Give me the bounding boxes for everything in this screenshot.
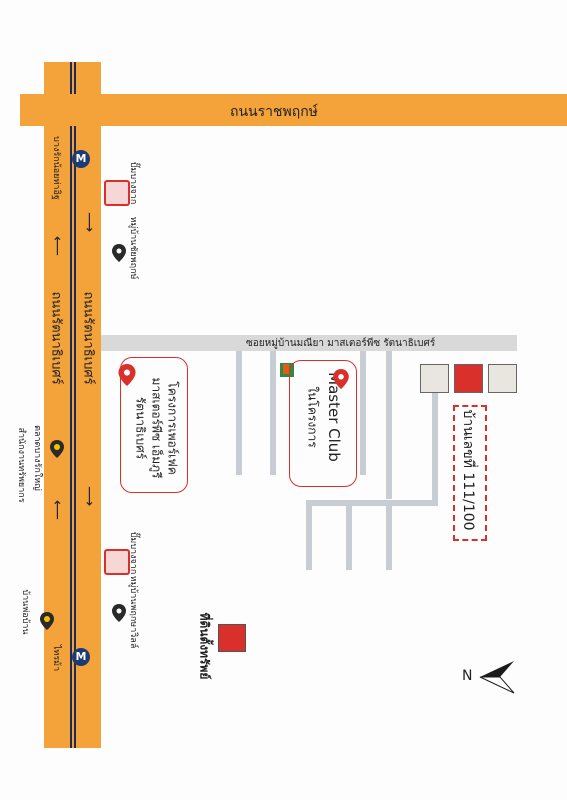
main-road-label-left: ถนนรัตนาธิเบศร์ — [48, 291, 64, 385]
location-pin-icon — [118, 364, 136, 386]
location-pin-icon — [40, 612, 54, 630]
station-top-label: บางรักน้อยท่าอิฐ — [51, 136, 61, 200]
location-pin-icon — [50, 440, 64, 458]
neighbor-plot — [420, 364, 449, 393]
inner-lane — [306, 500, 312, 570]
house-number-label: บ้านเลขที่ 111/100 — [460, 409, 476, 531]
top-road-label: ถนนราชพฤกษ์ — [230, 104, 318, 120]
village-top-label: หมู่บ้านชัยพฤกษ์ — [128, 216, 138, 280]
soi-road — [101, 335, 517, 351]
store-icon-mark — [283, 364, 289, 374]
location-pin-icon — [112, 604, 126, 622]
arrow-down-icon: ⟶ — [81, 211, 97, 233]
metro-top-icon: M — [72, 150, 90, 168]
land-label: ที่ดินตั้งทรัพย์ — [197, 612, 212, 680]
fuel-station-icon — [104, 180, 130, 206]
arrow-up-icon: ⟵ — [49, 235, 65, 257]
master-club-box — [289, 360, 357, 487]
neighbor-plot — [488, 364, 517, 393]
land-plot — [218, 624, 246, 652]
top-road — [20, 94, 567, 126]
fuel-bottom-label: ปั๊มบางจาก — [128, 531, 138, 575]
north-arrow-icon — [479, 661, 515, 694]
main-road — [44, 62, 101, 748]
soi-label: ซอยหมู่บ้านมณียา มาสเตอร์พีซ รัตนาธิเบศร… — [246, 338, 436, 349]
target-house-plot — [454, 364, 483, 393]
station-bottom-label: ไทรม้า — [51, 644, 61, 672]
inner-lane — [236, 351, 242, 475]
arrow-down-icon: ⟶ — [81, 485, 97, 507]
project-line3: รัตนาธิเบศร์ — [133, 396, 148, 460]
village-bottom-label: หมู่บ้านพฤกษาวิลล์ — [128, 575, 138, 649]
inner-lane — [386, 500, 392, 570]
fuel-top-label: ปั๊มบางจาก — [128, 161, 138, 205]
fuel-station-icon — [104, 549, 130, 575]
inner-lane — [306, 500, 438, 506]
road-median-line — [70, 62, 72, 748]
compass-label: N — [462, 668, 473, 684]
road-median-line — [74, 62, 76, 748]
location-pin-icon — [112, 244, 126, 262]
master-club-subtitle: ในโครงการ — [305, 386, 320, 448]
main-road-label-right: ถนนรัตนาธิเบศร์ — [80, 291, 96, 385]
inner-lane — [360, 351, 366, 475]
metro-bottom-icon: M — [72, 648, 90, 666]
market-label: บ้านพ่อบ้าน — [20, 589, 30, 635]
inner-lane — [270, 351, 276, 475]
project-box — [120, 357, 188, 493]
inner-lane — [432, 370, 438, 500]
inner-lane — [386, 351, 392, 499]
location-pin-icon — [333, 369, 349, 389]
house-number-box — [453, 405, 487, 541]
arrow-up-icon: ⟵ — [49, 499, 65, 521]
office-label: สำนักงานทรัพยากร — [16, 427, 26, 503]
inner-lane — [346, 500, 352, 570]
station-middle-label: ตลาดบางรักใหญ่ — [32, 425, 42, 491]
